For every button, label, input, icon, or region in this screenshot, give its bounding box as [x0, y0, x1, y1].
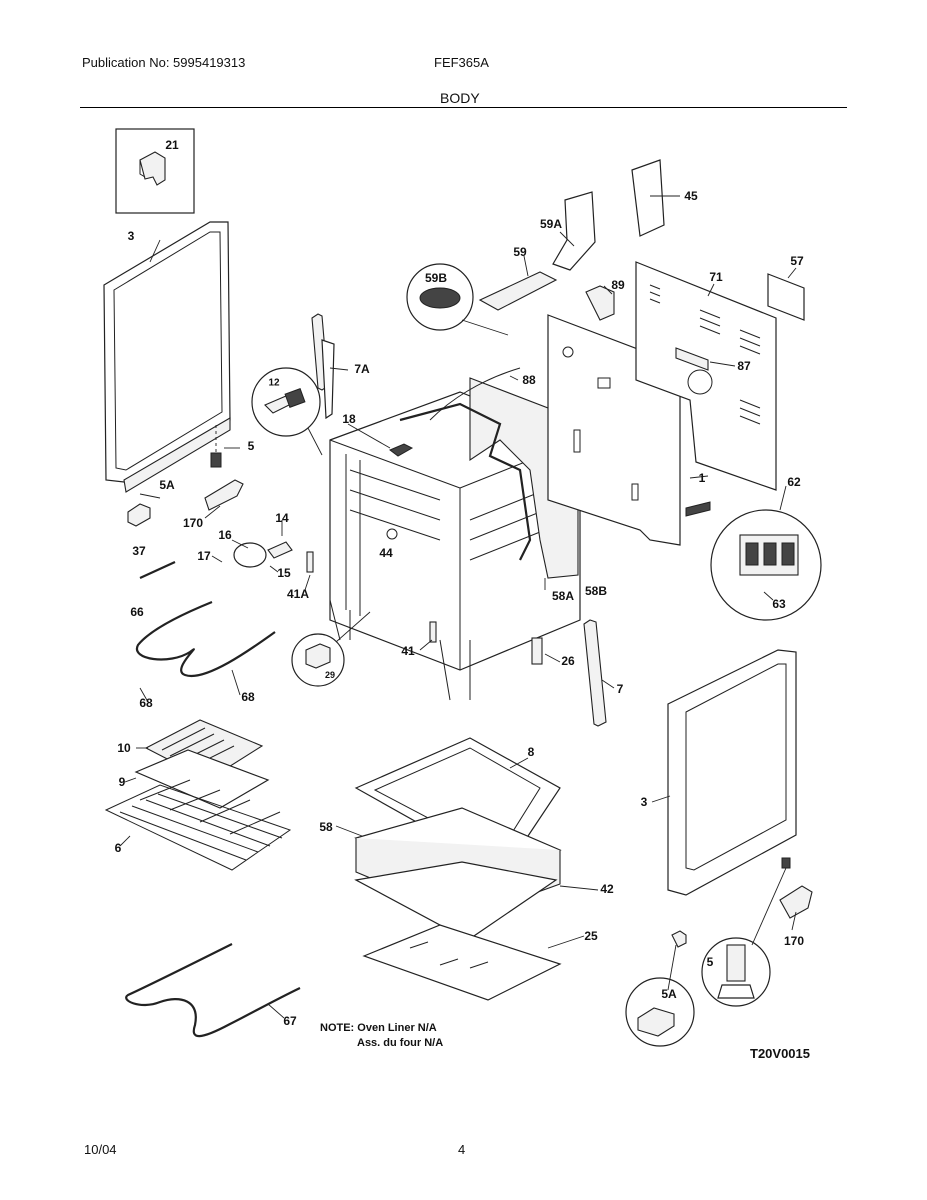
part-21-clip-inset [115, 128, 195, 214]
callout-10: 10 [117, 741, 131, 755]
callout-57: 57 [790, 254, 804, 268]
callout-59B: 59B [424, 271, 448, 285]
part-59B-vent-inset [406, 263, 509, 336]
callout-9: 9 [118, 775, 126, 789]
part-26-hinge-receiver [531, 637, 543, 665]
part-12-switch-inset [251, 367, 323, 456]
part-16-thermostat [233, 541, 293, 568]
callout-41A: 41A [286, 587, 310, 601]
section-title: BODY [440, 90, 480, 106]
part-170-leg-bracket-right [779, 885, 813, 919]
part-3-left-side-panel [103, 221, 231, 493]
part-37-probe [139, 560, 176, 580]
part-29-clip-inset [291, 611, 371, 687]
part-41A-bracket [306, 551, 314, 573]
callout-66: 66 [130, 605, 144, 619]
callout-170-right: 170 [783, 934, 805, 948]
callout-leader-lines [119, 195, 797, 1019]
callout-7A: 7A [354, 362, 370, 376]
callout-59: 59 [513, 245, 527, 259]
header-rule [80, 107, 847, 108]
model-number: FEF365A [434, 55, 489, 70]
part-45-bracket [631, 159, 665, 237]
drawing-code: T20V0015 [750, 1046, 810, 1061]
part-170-leg-bracket-left [204, 479, 244, 511]
callout-59A: 59A [539, 217, 563, 231]
part-18-wire-harness [389, 367, 521, 457]
part-57-label-plate [767, 273, 805, 321]
callout-18: 18 [342, 412, 356, 426]
callout-88: 88 [522, 373, 536, 387]
part-66-broil-element [135, 600, 276, 678]
callout-5-right: 5 [706, 955, 714, 969]
callout-3-left: 3 [127, 229, 135, 243]
callout-17: 17 [197, 549, 211, 563]
part-67-bake-element [125, 943, 301, 1038]
part-25-drawer-cover [362, 924, 562, 1001]
part-41-bracket [429, 621, 437, 643]
part-7-hinge-right [583, 619, 607, 727]
callout-58: 58 [319, 820, 333, 834]
part-5-leveling-leg-inset-right [701, 857, 791, 1007]
callout-68-right: 68 [241, 690, 255, 704]
part-10-broiler-pan-grid [144, 719, 264, 781]
callout-7: 7 [616, 682, 624, 696]
page-number: 4 [458, 1142, 466, 1157]
callout-29: 29 [324, 670, 336, 680]
callout-15: 15 [277, 566, 291, 580]
part-5A-bracket-inset-right [625, 930, 695, 1047]
callout-58B: 58B [584, 584, 608, 598]
callout-1: 1 [698, 471, 706, 485]
callout-45: 45 [684, 189, 698, 203]
part-3-right-side-panel [667, 649, 797, 896]
note-oven-liner: NOTE: Oven Liner N/A [320, 1022, 437, 1034]
callout-63: 63 [772, 597, 786, 611]
callout-89: 89 [611, 278, 625, 292]
part-59-duct-cover [478, 271, 558, 311]
part-59A-duct [552, 191, 596, 271]
callout-25: 25 [584, 929, 598, 943]
callout-42: 42 [600, 882, 614, 896]
callout-41: 41 [401, 644, 415, 658]
part-71-rear-shield [635, 261, 777, 491]
callout-5-left: 5 [247, 439, 255, 453]
callout-58A: 58A [551, 589, 575, 603]
oven-body-frame [329, 391, 581, 701]
callout-8: 8 [527, 745, 535, 759]
callout-12: 12 [268, 377, 280, 389]
callout-68-left: 68 [139, 696, 153, 710]
part-42-bottom-shield [354, 861, 558, 941]
part-7A-hinge-left [311, 313, 335, 420]
part-5-leveling-leg-left [210, 425, 222, 468]
callout-5A-left: 5A [159, 478, 175, 492]
callout-21: 21 [165, 138, 179, 152]
callout-62: 62 [787, 475, 801, 489]
callout-44: 44 [379, 546, 393, 560]
callout-6: 6 [114, 841, 122, 855]
callout-14: 14 [275, 511, 289, 525]
publication-number: Publication No: 5995419313 [82, 55, 246, 70]
part-5A-bracket-left [127, 503, 151, 527]
callout-5A-right: 5A [661, 987, 677, 1001]
callout-16: 16 [218, 528, 232, 542]
part-62-terminal-block-inset [685, 501, 822, 621]
callout-87: 87 [737, 359, 751, 373]
callout-3-right: 3 [640, 795, 648, 809]
callout-37: 37 [132, 544, 146, 558]
callout-71: 71 [709, 270, 723, 284]
part-89-bracket [585, 285, 615, 321]
part-6-oven-rack [104, 779, 292, 871]
note-oven-liner-french: Ass. du four N/A [357, 1037, 444, 1049]
callout-170-left: 170 [182, 516, 204, 530]
callout-26: 26 [561, 654, 575, 668]
callout-67: 67 [283, 1014, 297, 1028]
part-44-grommet [386, 528, 398, 540]
footer-date: 10/04 [84, 1142, 117, 1157]
